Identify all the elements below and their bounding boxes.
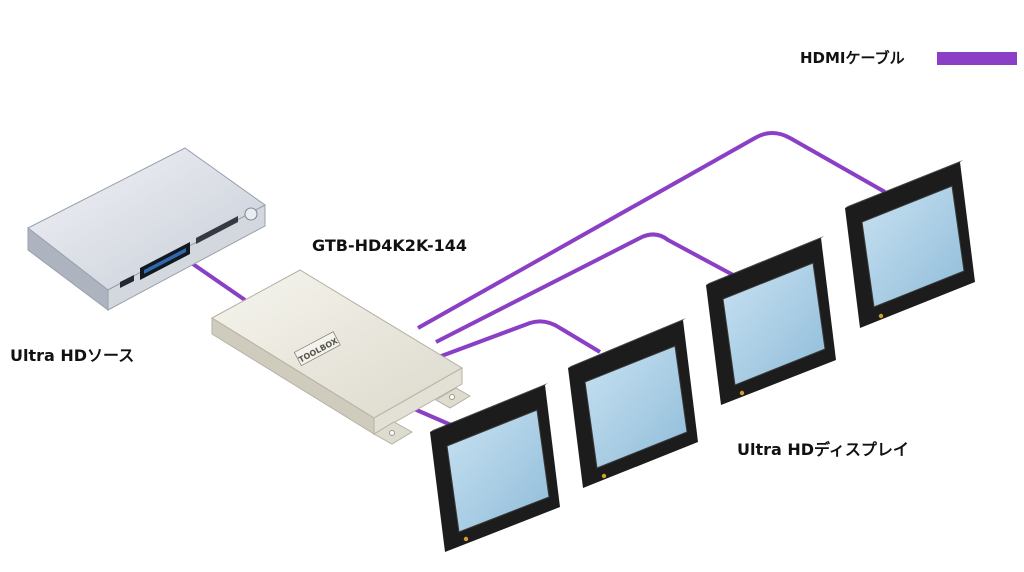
source-label: Ultra HDソース: [10, 346, 135, 365]
splitter-model-label: GTB-HD4K2K-144: [312, 236, 467, 255]
displays-label: Ultra HDディスプレイ: [737, 440, 909, 459]
hdmi-cable-display-3: [435, 232, 736, 344]
legend-cable-swatch: [937, 52, 1017, 65]
legend-label: HDMIケーブル: [800, 49, 905, 67]
hdmi-cable-display-2: [435, 319, 602, 360]
display-4: [845, 160, 975, 328]
hdmi-cable-display-4: [417, 131, 886, 330]
splitter-device: TOOLBOX: [211, 269, 471, 445]
ultra-hd-source-device: [27, 147, 266, 311]
hdmi-cables: [188, 131, 886, 430]
hdmi-cable-source: [188, 260, 247, 302]
display-2: [568, 318, 698, 488]
display-1: [430, 383, 560, 552]
display-3: [706, 236, 836, 405]
